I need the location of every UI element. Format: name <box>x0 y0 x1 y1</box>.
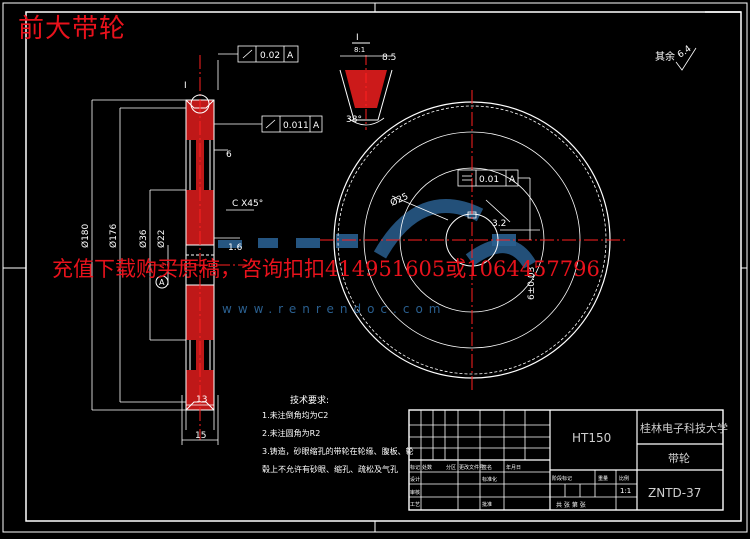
gdt-top-datum: A <box>287 51 294 61</box>
dim-d36: Ø36 <box>138 229 149 248</box>
gdt-mid-value: 0.011 <box>283 121 309 131</box>
front-gdt <box>391 169 540 240</box>
tb-h-1: 处数 <box>422 464 432 471</box>
tb-h-5: 年月日 <box>506 464 521 471</box>
gdt-frame-mid <box>214 115 323 133</box>
front-gdt-datum: A <box>509 175 516 185</box>
section-detail-mark: I <box>184 81 187 91</box>
dim-w13: 13 <box>196 395 207 405</box>
tb-r2-0: 设计 <box>410 476 420 483</box>
tb-h-3: 更改文件号 <box>459 464 484 471</box>
inner-frame <box>25 11 742 522</box>
dim-d176: Ø176 <box>108 223 119 248</box>
detail-angle: 38° <box>346 115 362 125</box>
front-dim-d25: Ø25 <box>389 191 410 209</box>
watermark-glyphs <box>218 234 516 248</box>
gdt-mid-datum: A <box>313 121 320 131</box>
dim-d22: Ø22 <box>156 229 167 248</box>
gdt-top-value: 0.02 <box>260 51 280 61</box>
tb-r2-4: 阶段标记 <box>552 475 572 482</box>
tb-r2-6: 比例 <box>619 475 629 482</box>
datum-circle <box>155 275 169 289</box>
tech-req-title: 技术要求: <box>290 394 329 406</box>
datum-label: A <box>159 278 165 287</box>
tech-req-item-2: 2.未注圆角为R2 <box>262 428 320 438</box>
front-gdt-value: 0.01 <box>479 175 499 185</box>
dim-w6: 6 <box>226 150 232 160</box>
tb-r2-2: 标准化 <box>482 476 497 483</box>
tb-sheet: 共 张 第 张 <box>556 501 586 509</box>
front-dim-tol: 6±0.03 <box>527 267 537 300</box>
tech-req-item-3: 3.铸造，砂眼缩孔的带轮在轮缘、腹板、轮 <box>262 446 414 456</box>
tb-h-0: 标记 <box>410 464 420 471</box>
section-dimensions <box>91 60 254 445</box>
tb-r2-5: 重量 <box>598 475 608 482</box>
front-dim-32: 3.2 <box>492 219 506 229</box>
section-view <box>150 55 250 440</box>
page-title: 前大带轮 <box>18 14 127 44</box>
detail-view <box>339 55 393 130</box>
dim-d180: Ø180 <box>80 223 91 248</box>
tb-h-4: 签名 <box>482 464 492 471</box>
watermark-url: www.renrendoc.com <box>222 302 447 316</box>
dim-w15: 15 <box>195 431 206 441</box>
tech-req-item-4: 毂上不允许有砂眼、缩孔、疏松及气孔 <box>262 464 398 474</box>
title-block <box>408 409 724 511</box>
detail-scale: 8:1 <box>354 46 365 54</box>
gdt-frame-top <box>218 45 299 63</box>
tb-r4-0: 工艺 <box>410 502 420 508</box>
tb-r4-2: 批准 <box>482 501 492 508</box>
tb-part-name: 带轮 <box>668 451 690 465</box>
roughness-value: 6.4 <box>676 44 694 61</box>
roughness-symbol <box>675 47 697 71</box>
dim-w16: 1.6 <box>228 243 243 253</box>
detail-label: I <box>356 33 359 43</box>
tb-r3-0: 审核 <box>410 489 420 496</box>
roughness-rest: 其余 <box>655 50 675 63</box>
tech-req-item-1: 1.未注倒角均为C2 <box>262 410 328 420</box>
tb-drawing-no: ZNTD-37 <box>648 486 701 500</box>
front-view <box>320 90 625 390</box>
promo-banner: 充值下载购买原稿，咨询扣扣414951605或1064457796 <box>52 257 600 281</box>
tb-scale: 1:1 <box>620 487 631 495</box>
dim-chamfer: C X45° <box>232 199 263 209</box>
detail-dim-85: 8.5 <box>382 53 396 63</box>
tb-material: HT150 <box>572 431 611 445</box>
tb-h-2: 分区 <box>446 464 456 471</box>
tb-school: 桂林电子科技大学 <box>640 421 728 435</box>
